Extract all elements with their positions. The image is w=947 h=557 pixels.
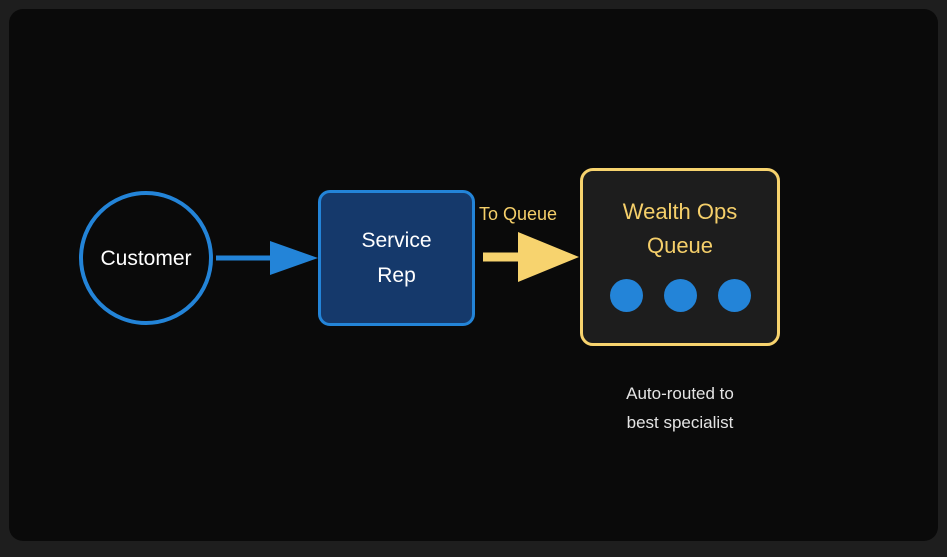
node-service-rep[interactable]: Service Rep	[318, 190, 475, 326]
queue-specialist-dot	[609, 279, 643, 312]
queue-specialist-dot	[663, 279, 697, 312]
node-wealth-ops-queue-label-line2: Queue	[646, 233, 714, 258]
queue-specialist-dot	[717, 279, 751, 312]
edge-label-to-queue: To Queue	[479, 204, 558, 224]
queue-caption-line2: best specialist	[626, 413, 734, 432]
queue-caption-line1: Auto-routed to	[626, 384, 734, 403]
node-service-rep-label-line2: Rep	[377, 264, 416, 287]
node-wealth-ops-queue-label-line1: Wealth Ops	[622, 199, 738, 224]
queue-specialist-dots	[609, 279, 751, 312]
node-customer-label: Customer	[100, 246, 192, 270]
node-customer[interactable]: Customer	[79, 191, 213, 325]
queue-caption: Auto-routed to best specialist	[580, 379, 780, 437]
node-service-rep-label-line1: Service	[361, 229, 432, 252]
node-wealth-ops-queue[interactable]: Wealth Ops Queue	[580, 168, 780, 346]
